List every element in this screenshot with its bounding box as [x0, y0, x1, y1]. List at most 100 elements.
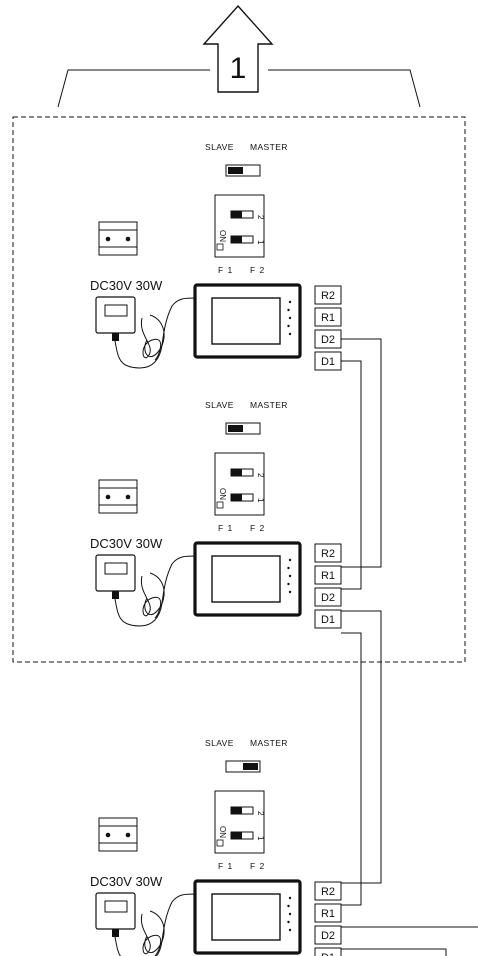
terminal-d1	[314, 947, 342, 956]
screw-hole-icon	[105, 236, 111, 242]
dip-on-label: ON	[218, 826, 227, 838]
terminal-label: R1	[321, 908, 335, 920]
wall-bracket	[98, 221, 138, 256]
selector-knob	[228, 167, 243, 174]
bracket-frame	[98, 817, 138, 852]
bus-wire	[341, 360, 362, 590]
dip-on-label: ON	[218, 488, 227, 500]
slave-label: SLAVE	[205, 142, 234, 152]
power-adapter: DC30V 30W	[90, 536, 197, 627]
dip-number-2: 2	[256, 473, 265, 478]
power-label: DC30V 30W	[90, 536, 163, 551]
cable-coil	[140, 913, 162, 956]
cable-coil	[144, 314, 165, 358]
monitor-button-icon	[287, 904, 290, 908]
power-label: DC30V 30W	[90, 278, 163, 293]
monitor-button-icon	[288, 574, 292, 578]
terminal-d1	[314, 609, 342, 629]
monitor-button-icon	[288, 590, 292, 594]
selector-knob	[243, 763, 258, 770]
header-number: 1	[230, 52, 247, 85]
terminal-r1	[314, 565, 342, 585]
terminal-label: D1	[321, 952, 335, 956]
monitor-button-icon	[288, 332, 292, 336]
bus-wire	[341, 632, 362, 906]
terminal-label: R2	[321, 548, 335, 560]
adapter-cable-boot	[112, 929, 119, 937]
terminal-label: D2	[321, 592, 335, 604]
terminal-label: R2	[321, 290, 335, 302]
bus-wire	[341, 948, 447, 956]
adapter-plug-window	[104, 900, 128, 913]
dip-switch-1-knob	[231, 832, 242, 839]
f1-label: F 1	[218, 265, 233, 275]
header-bracket	[57, 69, 421, 108]
indoor-monitor	[193, 879, 302, 955]
adapter-plug-window	[104, 304, 128, 317]
indoor-monitor	[193, 541, 302, 617]
terminal-label: D1	[321, 614, 335, 626]
wall-bracket	[98, 479, 138, 514]
f2-label: F 2	[250, 523, 265, 533]
dip-number-1: 1	[256, 498, 265, 503]
monitor-button-icon	[287, 324, 290, 328]
dip-on-marker	[216, 839, 224, 847]
dip-number-1: 1	[256, 836, 265, 841]
screw-hole-icon	[125, 832, 131, 838]
dip-switch-2-knob	[231, 807, 242, 814]
f2-label: F 2	[250, 861, 265, 871]
monitor-screen	[211, 297, 281, 345]
terminal-d2	[314, 925, 342, 945]
power-adapter: DC30V 30W	[90, 278, 197, 369]
terminal-d2	[314, 587, 342, 607]
power-adapter: DC30V 30W	[90, 874, 197, 956]
dip-number-1: 1	[256, 240, 265, 245]
slave-master-selector: SLAVE MASTER	[205, 738, 288, 773]
slave-master-selector: SLAVE MASTER	[205, 400, 288, 435]
dip-number-2: 2	[256, 811, 265, 816]
slave-label: SLAVE	[205, 738, 234, 748]
dip-on-label: ON	[218, 230, 227, 242]
adapter-plug-window	[104, 562, 128, 575]
terminal-label: R1	[321, 312, 335, 324]
monitor-button-icon	[288, 316, 292, 320]
monitor-button-icon	[288, 300, 292, 304]
group-boundary	[12, 116, 466, 663]
monitor-button-icon	[287, 566, 290, 570]
master-label: MASTER	[250, 738, 288, 748]
monitor-button-icon	[288, 928, 292, 932]
screw-hole-icon	[105, 494, 111, 500]
dip-switch-2-knob	[231, 211, 242, 218]
monitor-button-icon	[288, 912, 292, 916]
adapter-cable-boot	[112, 591, 119, 599]
terminal-label: R1	[321, 570, 335, 582]
monitor-button-icon	[288, 896, 292, 900]
terminal-label: D2	[321, 334, 335, 346]
selector-knob	[228, 425, 243, 432]
terminal-r2	[314, 285, 342, 305]
dip-on-marker	[216, 501, 224, 509]
screw-hole-icon	[125, 494, 131, 500]
dip-switch-1-knob	[231, 494, 242, 501]
monitor-button-icon	[287, 582, 290, 586]
power-label: DC30V 30W	[90, 874, 163, 889]
adapter-cable-boot	[112, 333, 119, 341]
master-label: MASTER	[250, 400, 288, 410]
terminal-label: R2	[321, 886, 335, 898]
slave-label: SLAVE	[205, 400, 234, 410]
monitor-button-icon	[288, 558, 292, 562]
bracket-frame	[98, 221, 138, 256]
up-arrow-icon	[202, 4, 274, 93]
terminal-r2	[314, 881, 342, 901]
